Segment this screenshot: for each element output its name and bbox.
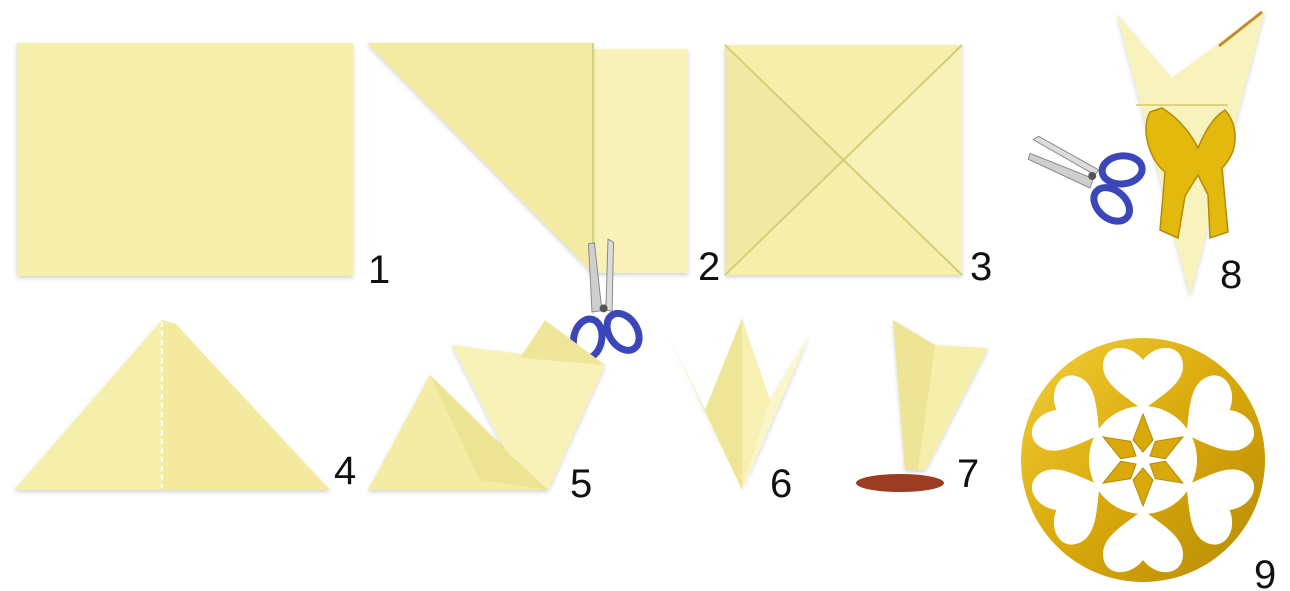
cone-shade bbox=[705, 318, 742, 490]
step-number-9: 9 bbox=[1254, 553, 1276, 591]
step-4: 4 bbox=[14, 320, 356, 493]
paper-strip bbox=[590, 49, 688, 273]
step-5: 5 bbox=[368, 320, 605, 506]
step-number-3: 3 bbox=[970, 245, 992, 289]
step-2: 2 bbox=[367, 43, 720, 365]
heart-snowflake bbox=[1021, 338, 1265, 582]
step-6: 6 bbox=[667, 318, 810, 506]
triangle-right-layer bbox=[162, 320, 330, 490]
scissors-icon bbox=[1015, 118, 1154, 231]
step-number-7: 7 bbox=[957, 452, 979, 496]
step-9: 9 bbox=[1021, 338, 1276, 591]
step-3: 3 bbox=[725, 45, 992, 289]
paper-rectangle bbox=[17, 43, 353, 276]
step-number-2: 2 bbox=[698, 245, 720, 289]
folded-triangle bbox=[367, 43, 593, 273]
step-number-4: 4 bbox=[334, 449, 356, 493]
top-point bbox=[520, 320, 605, 365]
hand-hint bbox=[856, 474, 944, 492]
step-number-6: 6 bbox=[770, 462, 792, 506]
step-number-8: 8 bbox=[1220, 253, 1242, 297]
step-1: 1 bbox=[17, 43, 390, 292]
step-7: 7 bbox=[856, 320, 988, 496]
step-number-5: 5 bbox=[570, 462, 592, 506]
step-8: 8 bbox=[1015, 10, 1265, 297]
step-number-1: 1 bbox=[368, 248, 390, 292]
